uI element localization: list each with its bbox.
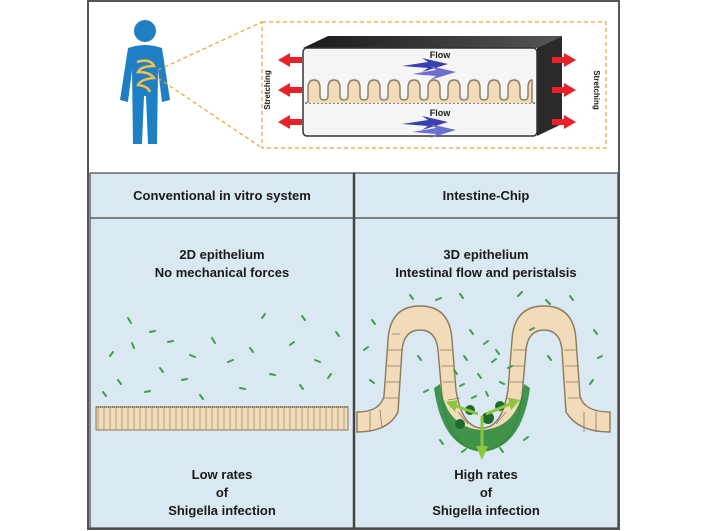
stretch-arrows-right-icon xyxy=(552,53,576,129)
left-subtitle-line2: No mechanical forces xyxy=(155,265,289,280)
left-panel xyxy=(89,172,355,529)
left-result-line2: of xyxy=(216,485,229,500)
right-panel-header: Intestine-Chip xyxy=(443,188,530,203)
figure-border xyxy=(87,0,620,530)
stretch-arrows-left-icon xyxy=(278,53,302,129)
flow-arrow-bottom-icon xyxy=(402,116,456,138)
stretching-right-label: Stretching xyxy=(592,70,601,110)
left-result-line1: Low rates xyxy=(192,467,253,482)
left-subtitle-line1: 2D epithelium xyxy=(179,247,264,262)
flow-bottom-label: Flow xyxy=(430,108,451,118)
flat-epithelium xyxy=(95,406,349,431)
stretching-left-label: Stretching xyxy=(263,70,272,110)
bacteria-right xyxy=(363,291,603,453)
right-result-line1: High rates xyxy=(454,467,518,482)
villi-epithelium xyxy=(356,305,611,451)
zoom-callout xyxy=(157,21,607,149)
right-result-line2: of xyxy=(480,485,493,500)
right-subtitle-line2: Intestinal flow and peristalsis xyxy=(395,265,576,280)
left-panel-header: Conventional in vitro system xyxy=(133,188,311,203)
human-figure-icon xyxy=(120,20,170,144)
flow-arrow-top-icon xyxy=(402,58,456,80)
right-subtitle-line1: 3D epithelium xyxy=(443,247,528,262)
spread-arrows-icon xyxy=(446,398,520,460)
flow-top-label: Flow xyxy=(430,50,451,60)
bacteria-left xyxy=(102,313,340,400)
left-result-line3: Shigella infection xyxy=(168,503,276,518)
right-result-line3: Shigella infection xyxy=(432,503,540,518)
